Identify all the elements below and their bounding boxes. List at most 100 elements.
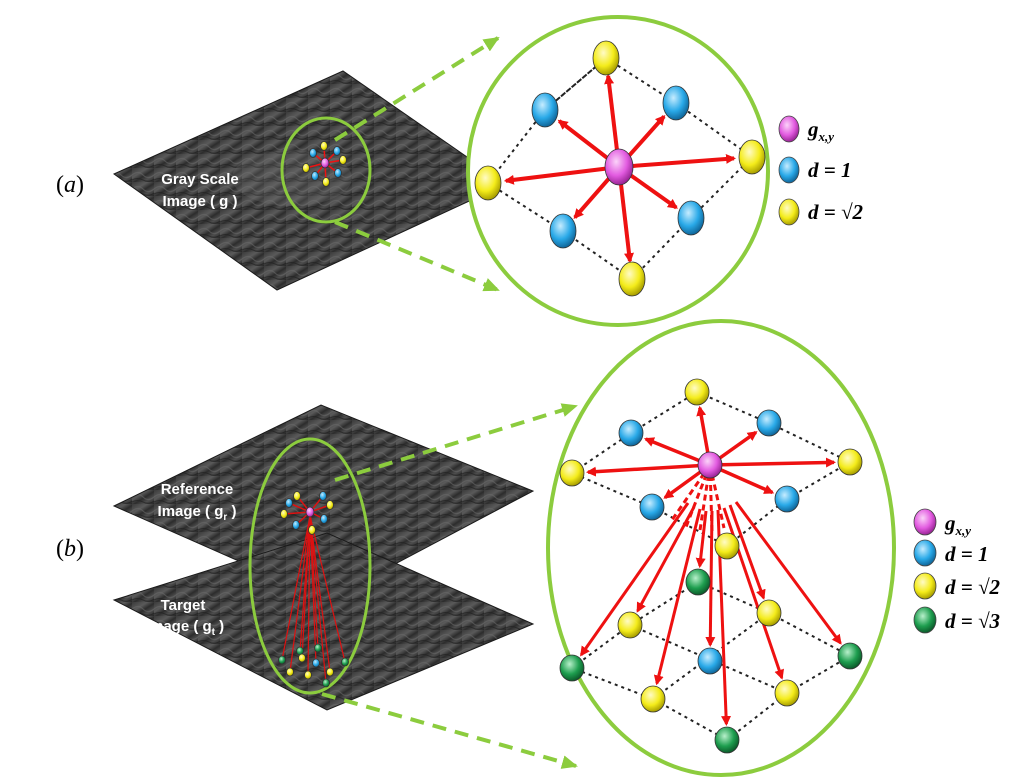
mini-b-line (309, 515, 346, 663)
panel-b: (b) Reference Image ( gr ) Target Image … (56, 319, 1000, 777)
mini-b-top-d2-node (280, 509, 288, 519)
top-neighbor-lr (774, 485, 800, 513)
arrow-down-3 (695, 510, 708, 569)
neighbor-ll-d1 (549, 213, 577, 249)
bottom-neighbor-center (697, 647, 723, 675)
mini-b-line (281, 515, 311, 661)
zoom-arrow-bottom (334, 220, 500, 292)
legend-b-d2-icon (913, 572, 937, 600)
panel-a-label: (a) (56, 172, 84, 198)
legend-b: gx,y d = 1 d = √2 d = √3 (913, 508, 1000, 634)
legend-a-d1-icon (778, 156, 800, 184)
legend-a-d1-label: d = 1 (808, 158, 851, 182)
mini-b-line (289, 515, 311, 673)
legend-b-center-label: gx,y (944, 511, 971, 538)
panel-a: (a) Gray Scale Image ( g ) gx,y d = 1 d … (56, 15, 863, 327)
mini-b-top-d1-node (319, 491, 327, 501)
top-neighbor-bottom (714, 532, 740, 560)
top-neighbor-right (837, 448, 863, 476)
arrow-down-0 (579, 502, 690, 657)
neighbor-right-d2 (738, 139, 766, 175)
zoom-arrow-b-bottom (321, 692, 578, 769)
bottom-neighbor-ur (756, 599, 782, 627)
top-neighbor-ul (618, 419, 644, 447)
mini-b-top-d1-node (285, 498, 293, 508)
grayscale-image-label-line1: Gray Scale (161, 171, 239, 188)
bottom-neighbor-top (685, 568, 711, 596)
center-pixel (604, 148, 634, 186)
neighbor-lr-d1 (677, 200, 705, 236)
mini-neighborhood-a (302, 141, 347, 187)
target-image-label-line2: Image ( gt ) (146, 618, 224, 638)
bottom-neighbor-ll (640, 685, 666, 713)
reference-image-label-line1: Reference (161, 481, 234, 498)
mini-b-line (309, 515, 331, 673)
mini-b-line (307, 515, 311, 676)
bottom-neighbor-bottom (714, 726, 740, 754)
neighbor-top-d2 (592, 40, 620, 76)
slice-highlight (232, 150, 352, 206)
mini-b-top-d2-node (326, 500, 334, 510)
neighbor-ul-d1 (531, 92, 559, 128)
lattice-2d (486, 56, 754, 281)
grayscale-image-label-line2: Image ( g ) (162, 193, 237, 210)
legend-a-center-label: gx,y (807, 117, 834, 144)
slice-neighborhood-ring (280, 116, 372, 224)
mini-b-line (301, 515, 311, 659)
mini-a-d1-node (311, 171, 319, 181)
mini-b-bottom-d2-node (298, 653, 306, 663)
mini-b-center (305, 506, 315, 518)
mini-b-bottom-d2-node (326, 667, 334, 677)
legend-b-d3-label: d = √3 (945, 609, 1000, 633)
slices-neighborhood-ring (248, 437, 372, 695)
legend-b-d1-icon (913, 539, 937, 567)
mini-b-bottom-d3-node (278, 655, 286, 665)
panel-b-label: (b) (56, 536, 84, 562)
legend-a-d2-icon (778, 198, 800, 226)
mini-a-d2-node (302, 163, 310, 173)
arrow-down-7 (728, 504, 766, 600)
mini-b-top-d1-node (320, 514, 328, 524)
mini-b-top-d1-node (292, 520, 300, 530)
target-image-label-line1: Target (161, 597, 206, 614)
legend-b-center-icon (913, 508, 937, 536)
top-neighbor-ll (639, 493, 665, 521)
mini-b-bottom-d2-node (304, 670, 312, 680)
mini-b-bottom-d3-node (314, 643, 322, 653)
neighborhood-2d (474, 40, 766, 297)
arrow-down-8 (734, 501, 842, 645)
mini-a-d2-node (322, 177, 330, 187)
mini-a-d1-node (334, 168, 342, 178)
arrow-top-left (585, 463, 711, 477)
mini-b-bottom-d1-node (312, 658, 320, 668)
arrow-down-4 (705, 510, 716, 648)
mini-b-bottom-d3-node (341, 657, 349, 667)
mini-a-d1-node (333, 146, 341, 156)
mini-b-bottom-d2-node (286, 667, 294, 677)
mini-a-d1-node (309, 148, 317, 158)
mini-b-line (309, 515, 317, 664)
mini-b-bottom-d3-node (322, 678, 330, 688)
arrow-down-2 (653, 508, 702, 686)
mini-a-center (320, 157, 330, 169)
legend-b-d3-icon (913, 606, 937, 634)
mini-b-top-d2-node (293, 491, 301, 501)
neighbor-left-d2 (474, 165, 502, 201)
mini-b-line (309, 515, 327, 684)
mini-neighborhood-b (278, 491, 349, 688)
zoom-arrow-top (333, 36, 500, 142)
legend-b-d1-label: d = 1 (945, 542, 988, 566)
bottom-neighbor-left (559, 654, 585, 682)
legend-a-center-icon (778, 115, 800, 143)
reference-image-label-line2: Image ( gr ) (158, 503, 237, 523)
bottom-neighbor-ul (617, 611, 643, 639)
neighborhood-3d (559, 378, 863, 754)
mini-a-d2-node (320, 141, 328, 151)
arrow-down-1 (636, 506, 696, 613)
zoom-arrow-b-top (334, 403, 578, 482)
arrow-top-right (709, 457, 837, 468)
legend-b-d2-label: d = √2 (945, 575, 1000, 599)
neighbor-ur-d1 (662, 85, 690, 121)
top-neighbor-left (559, 459, 585, 487)
